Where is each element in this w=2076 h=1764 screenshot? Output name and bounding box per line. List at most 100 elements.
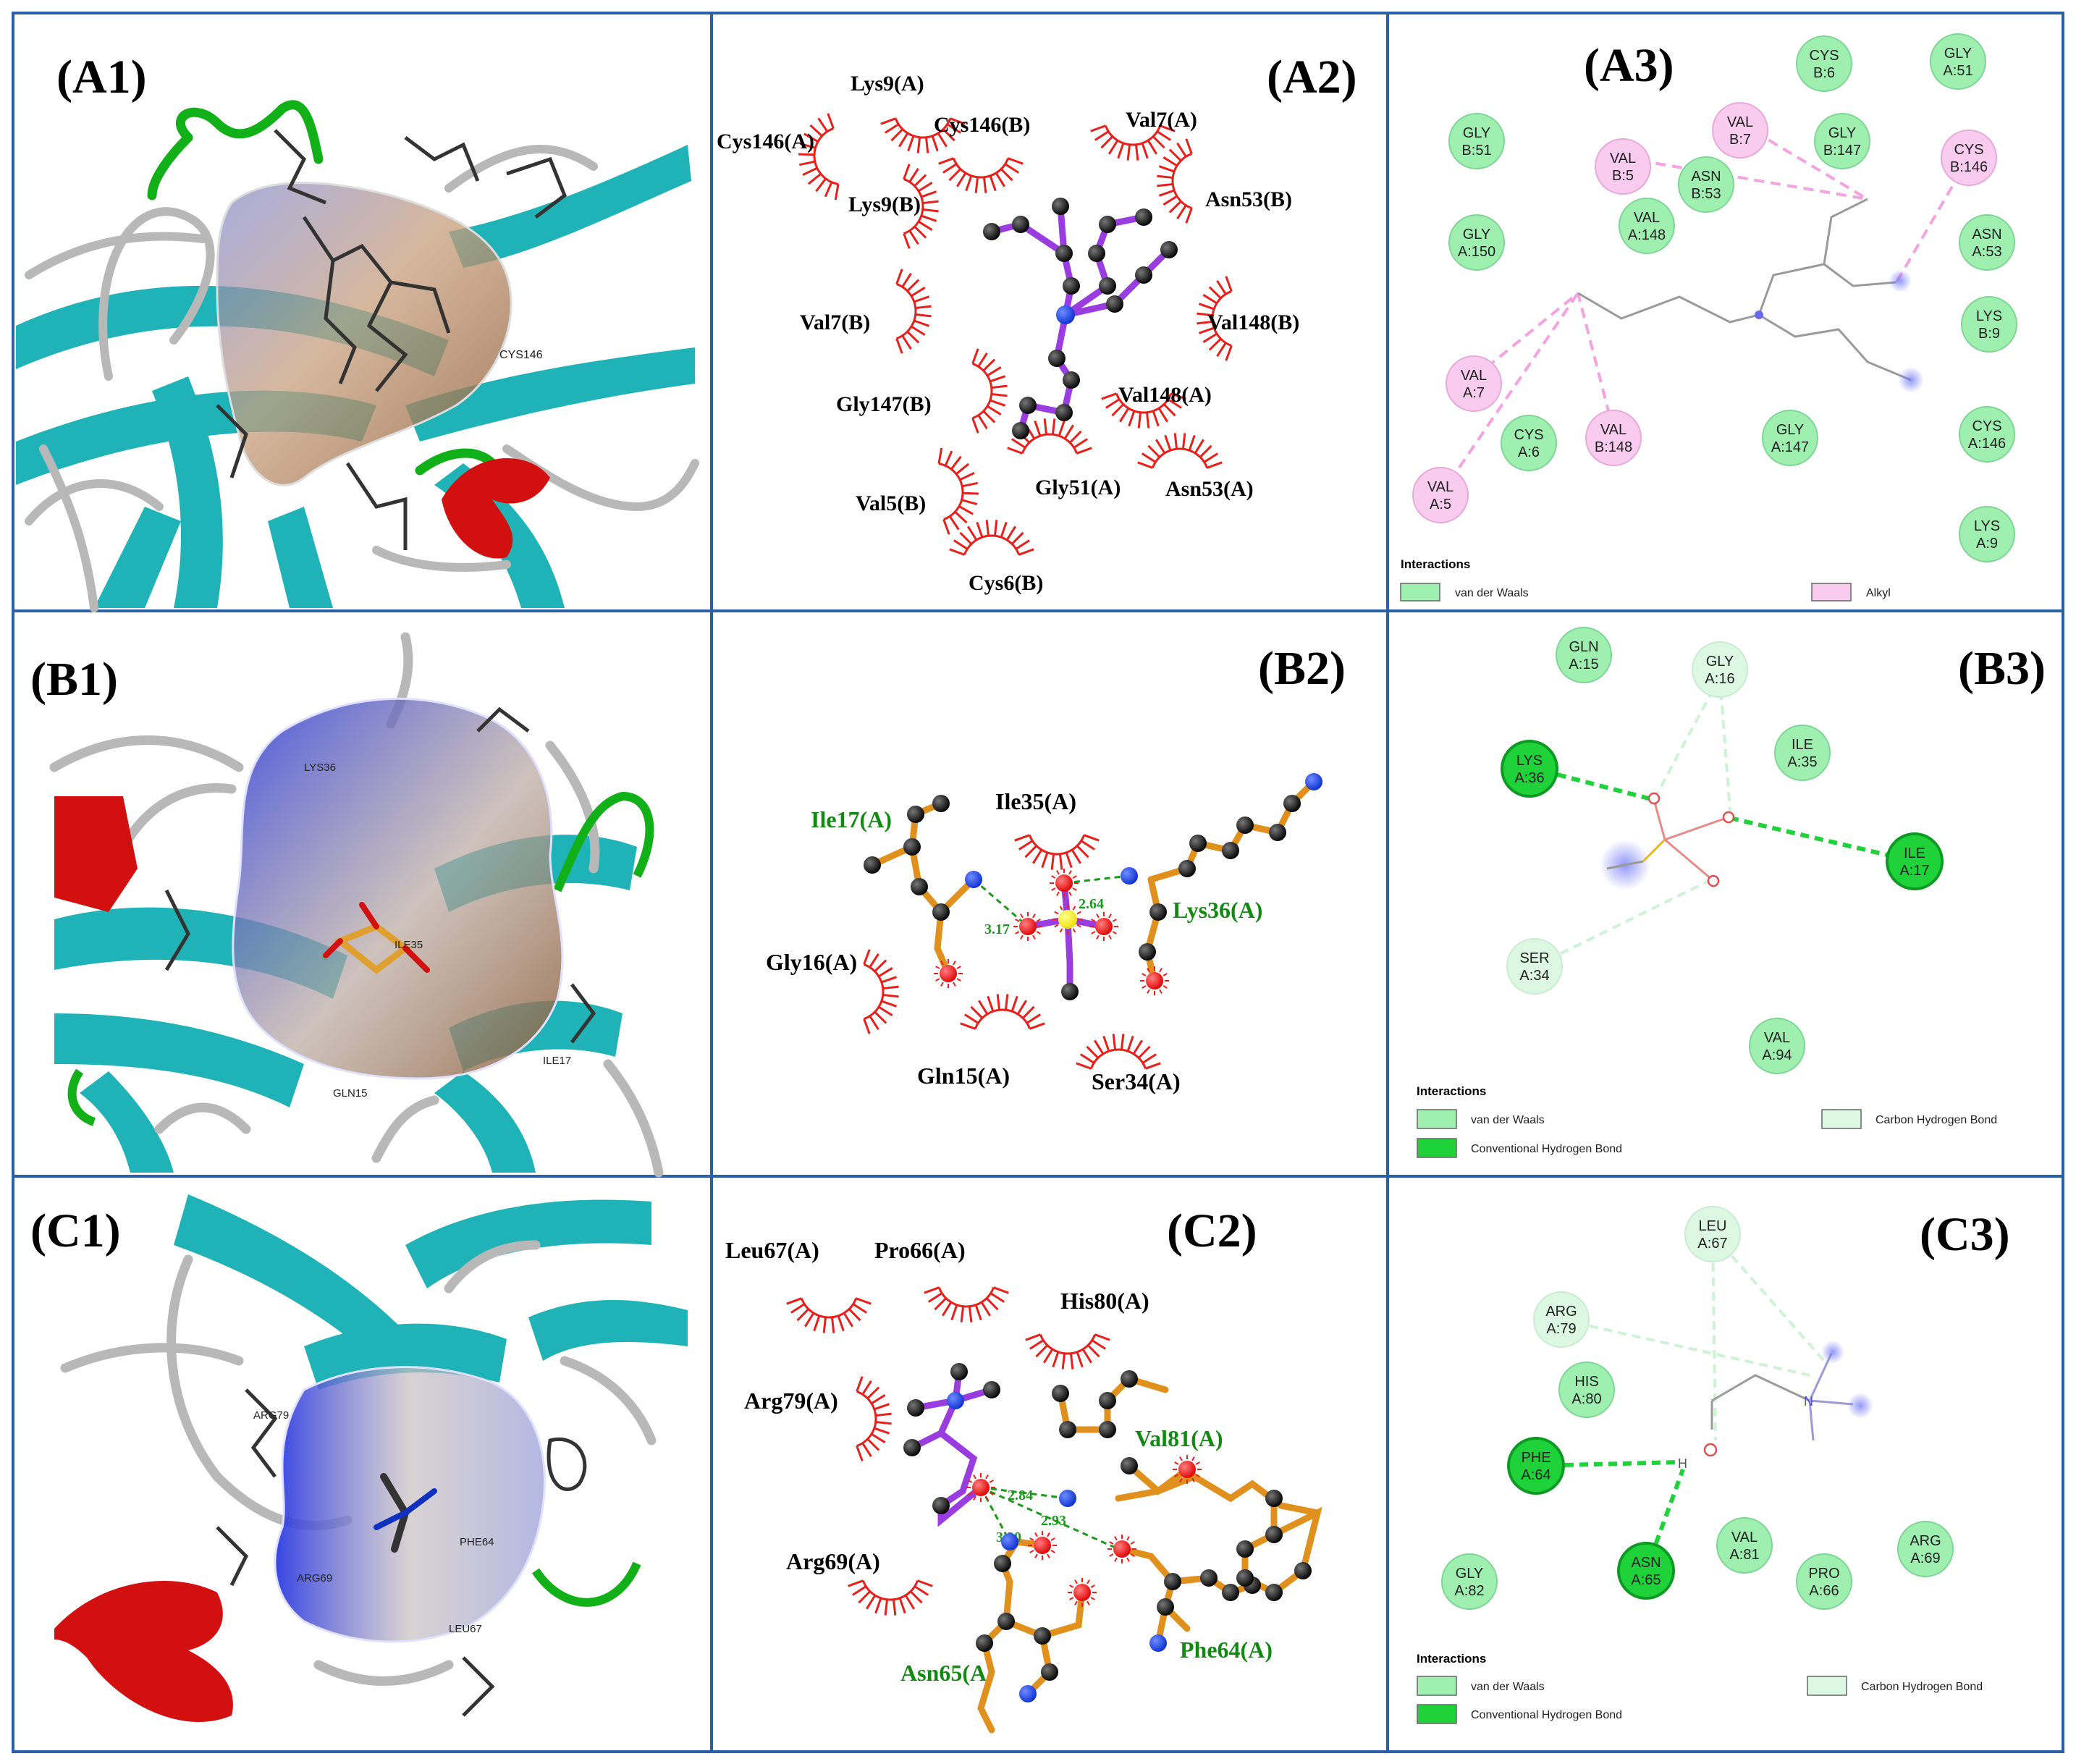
svg-text:SER: SER [1519,950,1549,966]
panel-label-c2: (C2) [1167,1204,1257,1257]
a2-carbon-10 [1135,266,1152,284]
b2-arc-ile35a [1014,834,1100,870]
svg-text:A:53: A:53 [1972,244,2001,260]
b2-oxygen-0 [934,959,963,988]
b2-oxygen-1 [1140,966,1169,995]
a2-carbon-3 [1052,198,1069,215]
c2-nitrogen-4 [1149,1634,1167,1652]
panel-label-b2: (B2) [1258,642,1346,695]
c2-carbon-13 [976,1634,993,1652]
svg-text:A:148: A:148 [1628,227,1666,243]
b2-label-gly16a: Gly16(A) [766,949,857,975]
b1-binding-surface [232,697,564,1080]
c3-legend: Interactions van der Waals Conventional … [1417,1652,1983,1724]
svg-text:CYS: CYS [1809,48,1839,64]
b2-carbon-14 [1061,983,1079,1000]
a2-arc-val7a [1090,125,1176,161]
svg-text:A:82: A:82 [1454,1583,1484,1599]
b1-green-loops [67,791,654,1126]
c3-legend-title: Interactions [1417,1652,1486,1666]
b2-label-gln15a: Gln15(A) [917,1063,1010,1089]
svg-text:B:6: B:6 [1813,65,1835,81]
b2-bonds [869,778,1317,995]
b1-tag-lys36: LYS36 [304,761,336,774]
c2-arc-arg79a [856,1376,892,1461]
b3-oxygens [1647,792,1735,887]
c3-nitrogen: N [1804,1394,1813,1409]
a3-nitrogen [1755,311,1763,319]
c2-oxygen-4 [1107,1535,1136,1563]
c3-ligand-skeleton [1710,1353,1854,1441]
svg-text:CYS: CYS [1954,142,1983,158]
b2-oxygen-3 [1089,912,1118,941]
c1-tag-phe64: PHE64 [460,1536,494,1548]
a2-arc-gly147b [971,348,1008,434]
svg-text:ILE: ILE [1792,737,1813,753]
b2-sulfur [1052,904,1083,934]
svg-text:ARG: ARG [1545,1304,1577,1320]
a3-legend-vdw: van der Waals [1455,587,1529,599]
svg-text:ILE: ILE [1904,845,1925,861]
panel-c1-ribbon-view: ARG79 ARG69 PHE64 LEU67 (C1) [16,1179,709,1749]
a2-carbon-6 [1088,245,1105,262]
b2-carbon-2 [907,806,924,823]
svg-text:A:7: A:7 [1463,385,1485,401]
panel-label-b1: (B1) [30,653,118,706]
panel-a2-ligplot: (A2) Lys9(A)Cys146(A)Cys146(B)Val7(A)Lys… [717,51,1357,595]
a1-residue-tag: CYS146 [499,349,543,361]
c2-atoms [903,1363,1312,1702]
svg-text:ARG: ARG [1910,1533,1941,1549]
c2-oxygen-3 [1068,1578,1097,1607]
a2-carbon-1 [983,223,1000,240]
b1-side-chains [164,706,596,1044]
b2-oxygen-4 [1050,869,1079,898]
c1-tag-arg69: ARG69 [297,1572,332,1584]
c3-legend-chb: Carbon Hydrogen Bond [1861,1681,1983,1693]
svg-text:A:5: A:5 [1430,497,1451,512]
b2-atoms [864,773,1322,1000]
a2-carbon-15 [1019,397,1037,414]
svg-text:GLY: GLY [1456,1566,1484,1582]
svg-text:A:64: A:64 [1521,1467,1550,1483]
svg-text:LEU: LEU [1699,1218,1727,1234]
c2-carbon-14 [1034,1627,1051,1645]
b2-nitrogen-0 [965,871,982,888]
b2-carbon-10 [1269,824,1286,841]
panel-label-a2: (A2) [1267,51,1357,104]
b3-carbon-hbond-lines [1534,676,1731,968]
a3-glow-2 [1898,367,1924,393]
c2-nitrogen-3 [1019,1685,1037,1702]
b1-tag-ile17: ILE17 [543,1055,571,1067]
svg-text:ASN: ASN [1691,169,1721,185]
b2-arc-ser34a [1076,1034,1161,1070]
b2-label-ser34a: Ser34(A) [1092,1068,1181,1094]
b2-carbon-12 [1149,903,1167,921]
svg-text:B:51: B:51 [1461,143,1491,159]
svg-text:VAL: VAL [1727,114,1753,130]
panel-b1-ribbon-view: LYS36 ILE35 ILE17 GLN15 (B1) [16,614,709,1178]
c2-arc-leu67a [786,1297,872,1333]
b2-nitrogen-2 [1305,773,1322,790]
svg-text:VAL: VAL [1461,368,1487,384]
b3-legend-chb-swatch [1821,1109,1862,1129]
a3-legend: Interactions van der Waals Alkyl [1400,557,1891,602]
b2-label-ile35a: Ile35(A) [995,788,1076,814]
b2-contact-arcs [863,834,1161,1070]
a3-legend-alkyl-swatch [1811,583,1852,602]
svg-text:B:9: B:9 [1978,326,2000,342]
